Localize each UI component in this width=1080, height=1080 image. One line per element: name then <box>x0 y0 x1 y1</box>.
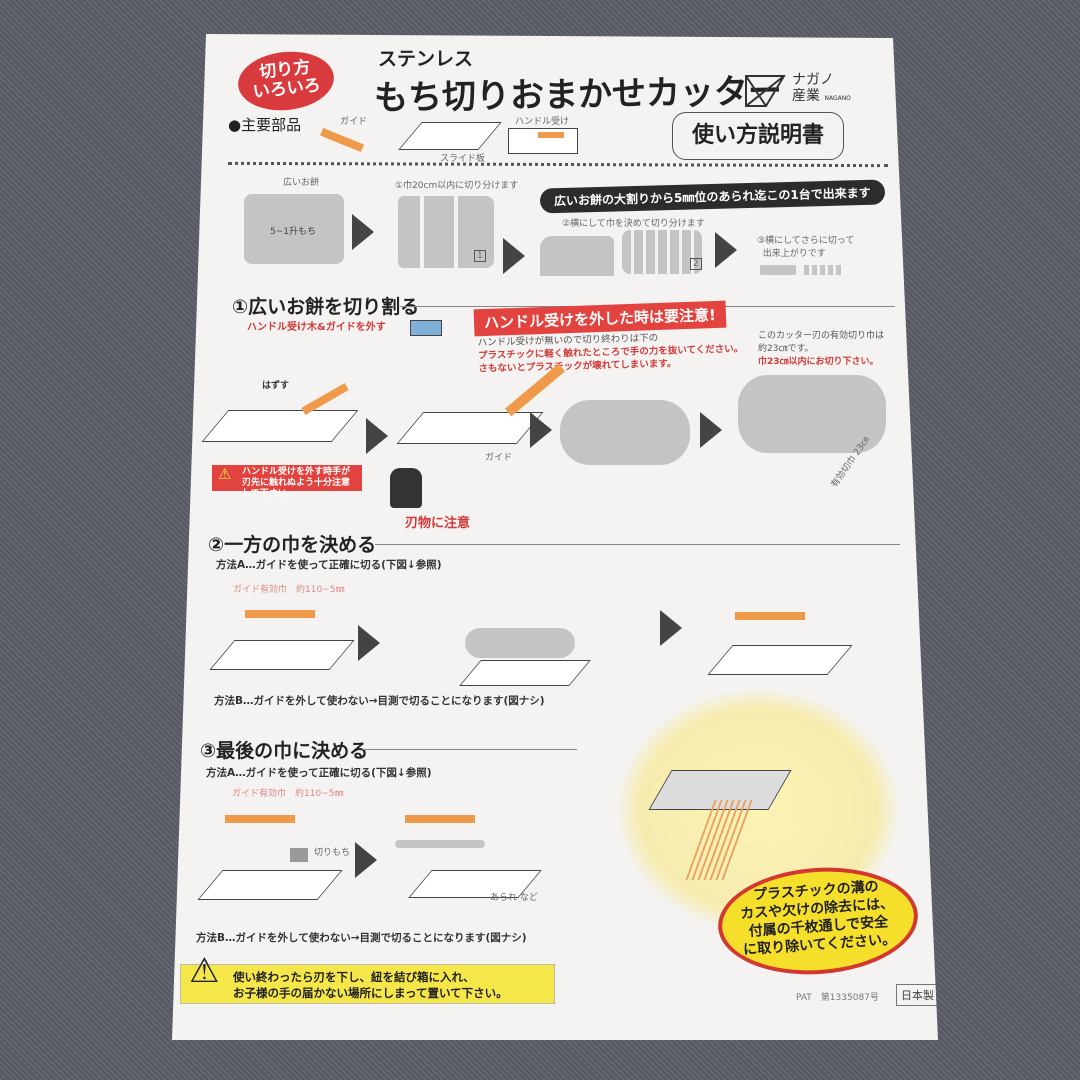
made-in-japan: 日本製 <box>896 984 938 1006</box>
kirimochi-label: 切りもち <box>314 848 351 858</box>
guide-part <box>405 815 475 823</box>
mochi-strips <box>622 230 702 274</box>
logo-mark-icon <box>745 75 786 107</box>
section2-method-a: 方法A…ガイドを使って正確に切る(下図↓参照) <box>216 559 442 571</box>
guide-width-label: ガイド有効巾 約110~5㎜ <box>232 789 344 799</box>
guide-part <box>735 612 805 620</box>
guide-width-label: ガイド有効巾 約110~5㎜ <box>233 585 345 595</box>
arrow-right-icon <box>355 842 377 878</box>
section2-method-b: 方法B…ガイドを外して使わない→目測で切ることになります(図ナシ) <box>214 695 545 707</box>
mochi-slab <box>395 840 485 848</box>
cutter-base-illustration <box>201 410 359 442</box>
section1-subheading: ハンドル受け木&ガイドを外す <box>247 322 386 333</box>
step0-label: 広いお餅 <box>283 178 320 188</box>
cutter-base-illustration <box>396 412 544 444</box>
product-subtitle: ステンレス <box>378 48 474 70</box>
handle-holder-part <box>538 132 564 138</box>
cutter-illustration <box>459 660 591 686</box>
mochi-piece <box>540 236 614 276</box>
caution-text: ハンドル受けが無いので切り終わりは下のプラスチックに軽く触れたところで手の力を抜… <box>477 332 744 375</box>
section3-heading: ③最後の巾に決める <box>200 740 369 762</box>
step2-label: ②横にして巾を決めて切り分けます <box>562 219 705 229</box>
arrow-right-icon <box>352 214 374 250</box>
arrow-right-icon <box>660 610 682 646</box>
mochi-strip <box>458 196 494 268</box>
dotted-divider <box>227 161 889 168</box>
glove-icon <box>390 468 422 508</box>
cut-mochi-piece <box>290 848 308 862</box>
part-guide-label: ガイド <box>340 117 368 127</box>
step3-label: ③横にしてさらに切って 出来上がりです <box>757 236 855 259</box>
direction-mark: 1 <box>474 250 486 262</box>
arrow-right-icon <box>715 232 737 268</box>
pointing-hand-icon <box>410 320 442 336</box>
warning-icon: ⚠ <box>189 951 220 991</box>
mochi-strip <box>398 196 420 268</box>
capability-banner: 広いお餅の大割りから5㎜位のあられ迄この1台で出来ます <box>539 179 885 214</box>
section-rule <box>362 749 577 750</box>
section-rule <box>375 544 900 545</box>
guide-label: ガイド <box>485 453 513 463</box>
cutter-illustration <box>707 645 853 675</box>
badge: 切り方いろいろ <box>235 47 337 115</box>
arrow-right-icon <box>503 238 525 274</box>
arrow-right-icon <box>366 418 388 454</box>
mochi-block <box>244 194 344 264</box>
arare-label: あられ など <box>490 893 538 903</box>
manual-label: 使い方説明書 <box>672 112 844 160</box>
finished-pieces <box>760 265 796 275</box>
width-note: このカッター刃の有効切り巾は約23㎝です。巾23㎝以内にお切り下さい。 <box>758 331 885 367</box>
mochi-label: 5~1升もち <box>270 227 316 237</box>
guide-illustration <box>320 128 364 152</box>
arrow-right-icon <box>358 625 380 661</box>
mochi-strip <box>424 196 454 268</box>
large-mochi-illustration <box>738 375 886 453</box>
arrow-right-icon <box>530 412 552 448</box>
part-handle-label: ハンドル受け <box>515 117 570 127</box>
blade-caution: 刃物に注意 <box>405 516 471 531</box>
part-slide-label: スライド板 <box>440 154 486 164</box>
arrow-right-icon <box>700 412 722 448</box>
product-title: もち切りおまかせカッター <box>373 71 783 119</box>
patent-number: PAT 第1335087号 <box>796 993 879 1003</box>
guide-part <box>225 815 295 823</box>
section1-heading: ①広いお餅を切り割る <box>232 296 420 318</box>
section2-heading: ②一方の巾を決める <box>208 534 377 556</box>
slide-plate-illustration <box>398 122 502 150</box>
section3-method-a: 方法A…ガイドを使って正確に切る(下図↓参照) <box>206 767 432 779</box>
section3-method-b: 方法B…ガイドを外して使わない→目測で切ることになります(図ナシ) <box>196 932 527 944</box>
parts-heading: ●主要部品 <box>228 116 302 134</box>
warning-icon: ⚠ <box>218 465 232 483</box>
finished-pieces <box>804 265 844 275</box>
hand-warning: ⚠ハンドル受けを外す時手が刃先に触れぬよう十分注意して下さい。 <box>212 465 362 499</box>
step1-label: ①巾20cm以内に切り分けます <box>395 181 519 191</box>
guide-part <box>245 610 315 618</box>
cutter-illustration <box>209 640 355 670</box>
large-mochi-illustration <box>560 400 690 465</box>
mochi-slab <box>465 628 575 658</box>
remove-label: はずす <box>262 381 290 391</box>
cutter-illustration <box>197 870 343 900</box>
storage-warning: ⚠使い終わったら刃を下し、紐を結び箱に入れ、お子様の手の届かない場所にしまって置… <box>180 951 555 1004</box>
direction-mark: 2 <box>690 258 702 270</box>
